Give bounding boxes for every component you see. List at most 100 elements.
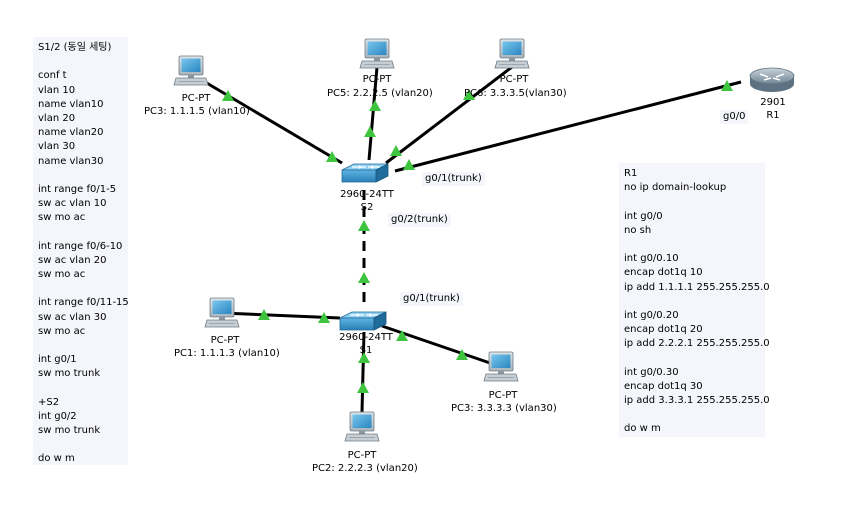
config-line xyxy=(624,195,765,209)
config-line: name vlan30 xyxy=(38,155,104,167)
pc1-type-label: PC-PT xyxy=(210,335,240,346)
router-icon[interactable] xyxy=(749,67,795,93)
pc-icon[interactable] xyxy=(483,351,519,382)
switch-icon[interactable] xyxy=(341,163,389,183)
s2-g01-port-label: g0/1(trunk) xyxy=(422,172,485,186)
config-line xyxy=(624,238,765,252)
pc6-address-label: PC6: 3.3.3.5(vlan30) xyxy=(464,88,567,99)
config-line: encap dot1q 30 xyxy=(624,380,703,392)
pc3-bottom-device[interactable] xyxy=(483,351,519,382)
pc2-address-label: PC2: 2.2.2.3 (vlan20) xyxy=(312,463,418,474)
switch-config-note: S1/2 (동일 세팅) conf t vlan 10 name vlan10 vla… xyxy=(33,37,129,466)
config-line: int range f0/6-10 xyxy=(38,240,123,252)
switch-s2-name-label: S2 xyxy=(360,202,374,213)
link-pc3top-s2 xyxy=(204,80,343,165)
config-line xyxy=(38,225,128,239)
link-up-indicator xyxy=(326,151,338,162)
router-g00-port-label: g0/0 xyxy=(720,110,749,124)
config-line: ip add 2.2.2.1 255.255.255.0 xyxy=(624,338,770,350)
switch-icon[interactable] xyxy=(339,311,387,331)
s1-g01-port-label: g0/1(trunk) xyxy=(400,292,463,306)
config-line: sw mo trunk xyxy=(38,425,101,437)
config-line: int g0/0.10 xyxy=(624,253,679,265)
link-up-indicator xyxy=(403,159,415,170)
switch-s1-model-label: 2960-24TT xyxy=(339,332,393,343)
config-line: ip add 3.3.3.1 255.255.255.0 xyxy=(624,395,770,406)
pc3-bottom-type-label: PC-PT xyxy=(488,390,518,401)
config-line: int g0/0.30 xyxy=(624,366,679,378)
config-line: vlan 10 xyxy=(38,84,76,96)
config-line: name vlan10 xyxy=(38,98,104,110)
config-line: vlan 30 xyxy=(38,141,76,153)
config-line: encap dot1q 20 xyxy=(624,324,703,336)
pc6-device[interactable] xyxy=(494,38,530,69)
pc2-device[interactable] xyxy=(344,411,380,442)
config-line: encap dot1q 10 xyxy=(624,267,703,279)
config-line: sw mo trunk xyxy=(38,368,101,380)
pc5-type-label: PC-PT xyxy=(362,74,392,85)
config-line xyxy=(38,438,128,452)
config-line: +S2 xyxy=(38,396,60,408)
config-line: do w m xyxy=(38,453,75,465)
router-r1-device[interactable] xyxy=(749,67,795,93)
pc6-type-label: PC-PT xyxy=(499,74,529,85)
config-line: sw mo ac xyxy=(38,269,86,280)
switch-s2-model-label: 2960-24TT xyxy=(340,189,394,200)
config-line: conf t xyxy=(38,70,67,82)
pc5-device[interactable] xyxy=(359,38,395,69)
config-line: int g0/0.20 xyxy=(624,309,679,321)
config-line: do w m xyxy=(624,423,661,435)
config-line: int g0/1 xyxy=(38,354,77,366)
link-up-indicator xyxy=(358,272,370,283)
link-up-indicator xyxy=(357,382,369,393)
config-line xyxy=(38,169,128,183)
pc3-top-address-label: PC3: 1.1.1.5 (vlan10) xyxy=(144,106,250,117)
link-pc5-s2 xyxy=(367,66,379,161)
link-up-indicator xyxy=(369,100,381,111)
link-router-s2 xyxy=(394,80,742,173)
link-up-indicator xyxy=(364,126,376,137)
config-line xyxy=(38,282,128,296)
config-line: int range f0/1-5 xyxy=(38,183,117,195)
note-title: S1/2 (동일 세팅) xyxy=(38,42,112,53)
pc2-type-label: PC-PT xyxy=(347,450,377,461)
pc-icon[interactable] xyxy=(204,297,240,328)
pc-icon[interactable] xyxy=(344,411,380,442)
router-model-label: 2901 xyxy=(760,97,786,108)
link-up-indicator xyxy=(358,220,370,231)
network-links xyxy=(204,65,742,413)
pc3-top-type-label: PC-PT xyxy=(181,93,211,104)
config-line: sw mo ac xyxy=(38,325,86,337)
pc-icon[interactable] xyxy=(494,38,530,69)
config-line: sw ac vlan 10 xyxy=(38,198,107,210)
s2-g02-port-label: g0/2(trunk) xyxy=(388,213,451,227)
config-line: no sh xyxy=(624,224,652,236)
config-line: sw ac vlan 30 xyxy=(38,311,107,323)
switch-s1-device[interactable] xyxy=(339,311,387,331)
switch-s2-device[interactable] xyxy=(341,163,389,183)
link-pc2-s1 xyxy=(360,331,366,413)
config-line xyxy=(38,382,128,396)
switch-s1-name-label: S1 xyxy=(359,345,373,356)
config-line: int g0/2 xyxy=(38,410,77,422)
config-line xyxy=(38,339,128,353)
link-pc3bottom-s1 xyxy=(381,324,491,365)
config-line: no ip domain-lookup xyxy=(624,182,727,194)
config-line: sw mo ac xyxy=(38,212,86,224)
pc1-device[interactable] xyxy=(204,297,240,328)
pc-icon[interactable] xyxy=(173,55,209,86)
note-title: R1 xyxy=(624,168,638,179)
config-line xyxy=(624,408,765,422)
pc5-address-label: PC5: 2.2.2.5 (vlan20) xyxy=(327,88,433,99)
config-line: ip add 1.1.1.1 255.255.255.0 xyxy=(624,281,770,293)
config-line: name vlan20 xyxy=(38,127,104,139)
link-pc1-s1 xyxy=(221,311,341,320)
config-line: int range f0/11-15 xyxy=(38,297,129,309)
pc-icon[interactable] xyxy=(359,38,395,69)
pc3-top-device[interactable] xyxy=(173,55,209,86)
link-pc6-s2 xyxy=(385,65,513,165)
